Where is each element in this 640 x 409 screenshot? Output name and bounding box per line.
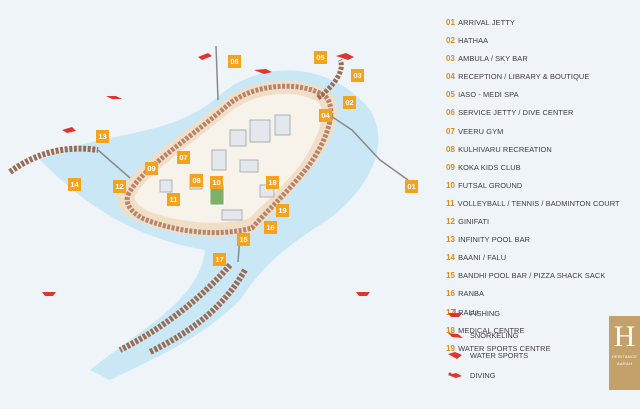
rim-villas <box>124 83 334 236</box>
activity-water-sports: WATER SPORTS <box>446 348 566 362</box>
diver-icon <box>336 53 354 60</box>
map-label-01[interactable]: 01 <box>405 180 418 193</box>
fishing-boat-icon <box>448 309 462 317</box>
east-villas <box>316 58 344 100</box>
map-label-03[interactable]: 03 <box>351 69 364 82</box>
map-label-11[interactable]: 11 <box>167 193 180 206</box>
south-water-villas <box>118 263 233 353</box>
snorkel-fin-icon <box>62 127 76 133</box>
map-label-13[interactable]: 13 <box>96 130 109 143</box>
map-label-16[interactable]: 16 <box>264 221 277 234</box>
activity-diving: DIVING <box>446 368 566 382</box>
service-jetty <box>215 45 219 101</box>
jet-ski-icon <box>198 53 212 60</box>
snorkel-fin-icon <box>448 333 463 338</box>
fishing-boat-icon <box>356 292 370 296</box>
map-label-19[interactable]: 19 <box>276 204 289 217</box>
diver-icon <box>448 372 462 378</box>
map-label-02[interactable]: 02 <box>343 96 356 109</box>
map-label-08[interactable]: 08 <box>190 174 203 187</box>
snorkel-fin-icon <box>106 96 122 99</box>
map-label-17[interactable]: 17 <box>213 253 226 266</box>
activity-fishing: FISHING <box>446 306 566 320</box>
map-label-06[interactable]: 06 <box>228 55 241 68</box>
fishing-boat-icon <box>42 292 56 296</box>
map-label-14[interactable]: 14 <box>68 178 81 191</box>
map-label-10[interactable]: 10 <box>210 176 223 189</box>
jet-ski-icon <box>448 352 462 359</box>
arrival-jetty <box>321 109 409 181</box>
map-label-12[interactable]: 12 <box>113 180 126 193</box>
heritance-aarah-logo: H HERITANCE AARAH <box>609 316 640 390</box>
map-label-09[interactable]: 09 <box>145 162 158 175</box>
west-water-villas <box>8 145 99 175</box>
activity-snorkeling: SNORKELING <box>446 328 566 342</box>
map-label-18[interactable]: 18 <box>266 176 279 189</box>
map-label-05[interactable]: 05 <box>314 51 327 64</box>
map-label-07[interactable]: 07 <box>177 151 190 164</box>
map-label-15[interactable]: 15 <box>237 233 250 246</box>
map-label-04[interactable]: 04 <box>319 109 332 122</box>
diver-icon <box>254 69 272 74</box>
